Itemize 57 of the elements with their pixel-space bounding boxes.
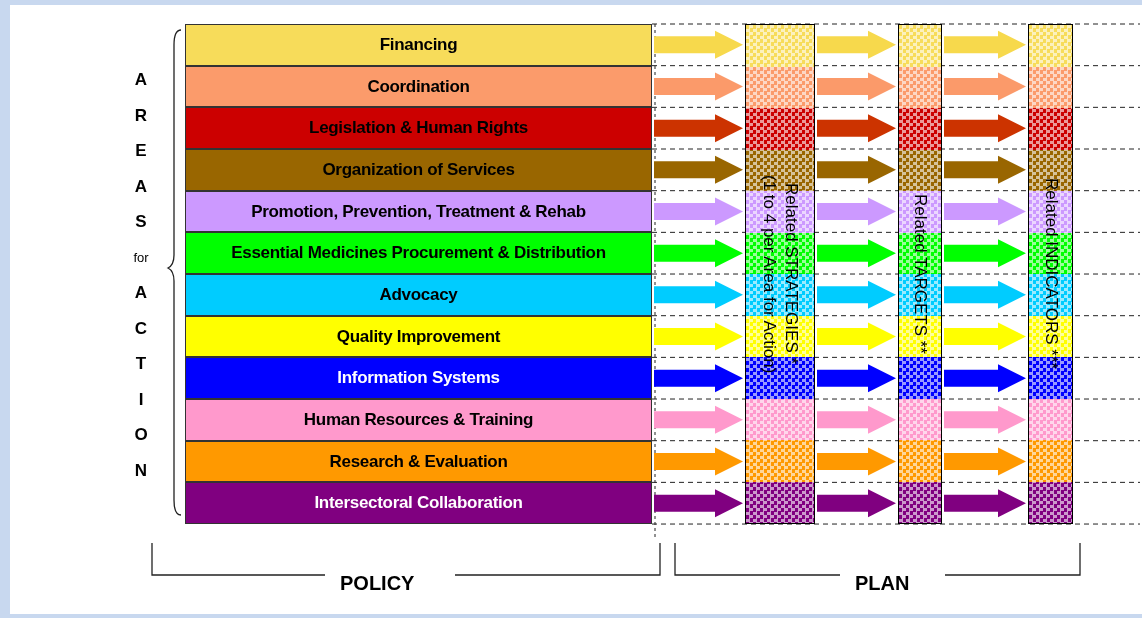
block-arrow: [654, 280, 743, 309]
block-arrow: [654, 405, 743, 434]
block-arrow: [817, 322, 896, 351]
area-bar: Intersectoral Collaboration: [185, 482, 652, 524]
plan-column: [745, 24, 815, 525]
column-label: Related TARGETS **: [910, 194, 931, 354]
block-arrow: [817, 155, 896, 184]
area-bar: Legislation & Human Rights: [185, 107, 652, 149]
block-arrow: [654, 322, 743, 351]
area-bar: Promotion, Prevention, Treatment & Rehab: [185, 190, 652, 233]
area-bar: Advocacy: [185, 274, 652, 316]
block-arrow: [817, 197, 896, 226]
block-arrow: [817, 72, 896, 101]
area-bar: Organization of Services: [185, 149, 652, 191]
area-bar: Financing: [185, 24, 652, 66]
area-bar: Quality Improvement: [185, 315, 652, 358]
block-arrow: [654, 72, 743, 101]
section-label: POLICY: [340, 571, 415, 596]
block-arrow: [817, 447, 896, 476]
column-label: (1 to 4 per Area for Action): [759, 174, 780, 374]
block-arrow: [944, 280, 1026, 309]
area-bar: Coordination: [185, 65, 652, 108]
area-bar: Research & Evaluation: [185, 440, 652, 483]
block-arrow: [944, 72, 1026, 101]
block-arrow: [944, 447, 1026, 476]
block-arrow: [944, 239, 1026, 268]
block-arrow: [817, 489, 896, 518]
block-arrow: [944, 114, 1026, 143]
area-bar: Information Systems: [185, 357, 652, 399]
block-arrow: [944, 155, 1026, 184]
block-arrow: [944, 30, 1026, 59]
block-arrow: [654, 30, 743, 59]
block-arrow: [944, 405, 1026, 434]
vertical-label: AREAS for ACTION: [132, 69, 150, 482]
block-arrow: [817, 239, 896, 268]
block-arrow: [654, 114, 743, 143]
plan-column: [1028, 24, 1073, 525]
block-arrow: [944, 197, 1026, 226]
section-label: PLAN: [855, 571, 910, 596]
block-arrow: [654, 155, 743, 184]
block-arrow: [944, 364, 1026, 393]
block-arrow: [944, 322, 1026, 351]
block-arrow: [654, 239, 743, 268]
area-bar: Essential Medicines Procurement & Distribution: [185, 232, 652, 274]
column-label: Related INDICATORS ***: [1040, 178, 1062, 370]
block-arrow: [654, 197, 743, 226]
block-arrow: [654, 489, 743, 518]
block-arrow: [654, 364, 743, 393]
block-arrow: [817, 30, 896, 59]
block-arrow: [944, 489, 1026, 518]
block-arrow: [817, 405, 896, 434]
block-arrow: [817, 364, 896, 393]
plan-column: [898, 24, 942, 525]
area-bar: Human Resources & Training: [185, 399, 652, 441]
block-arrow: [654, 447, 743, 476]
block-arrow: [817, 280, 896, 309]
column-label: Related STRATEGIES *: [781, 183, 802, 365]
